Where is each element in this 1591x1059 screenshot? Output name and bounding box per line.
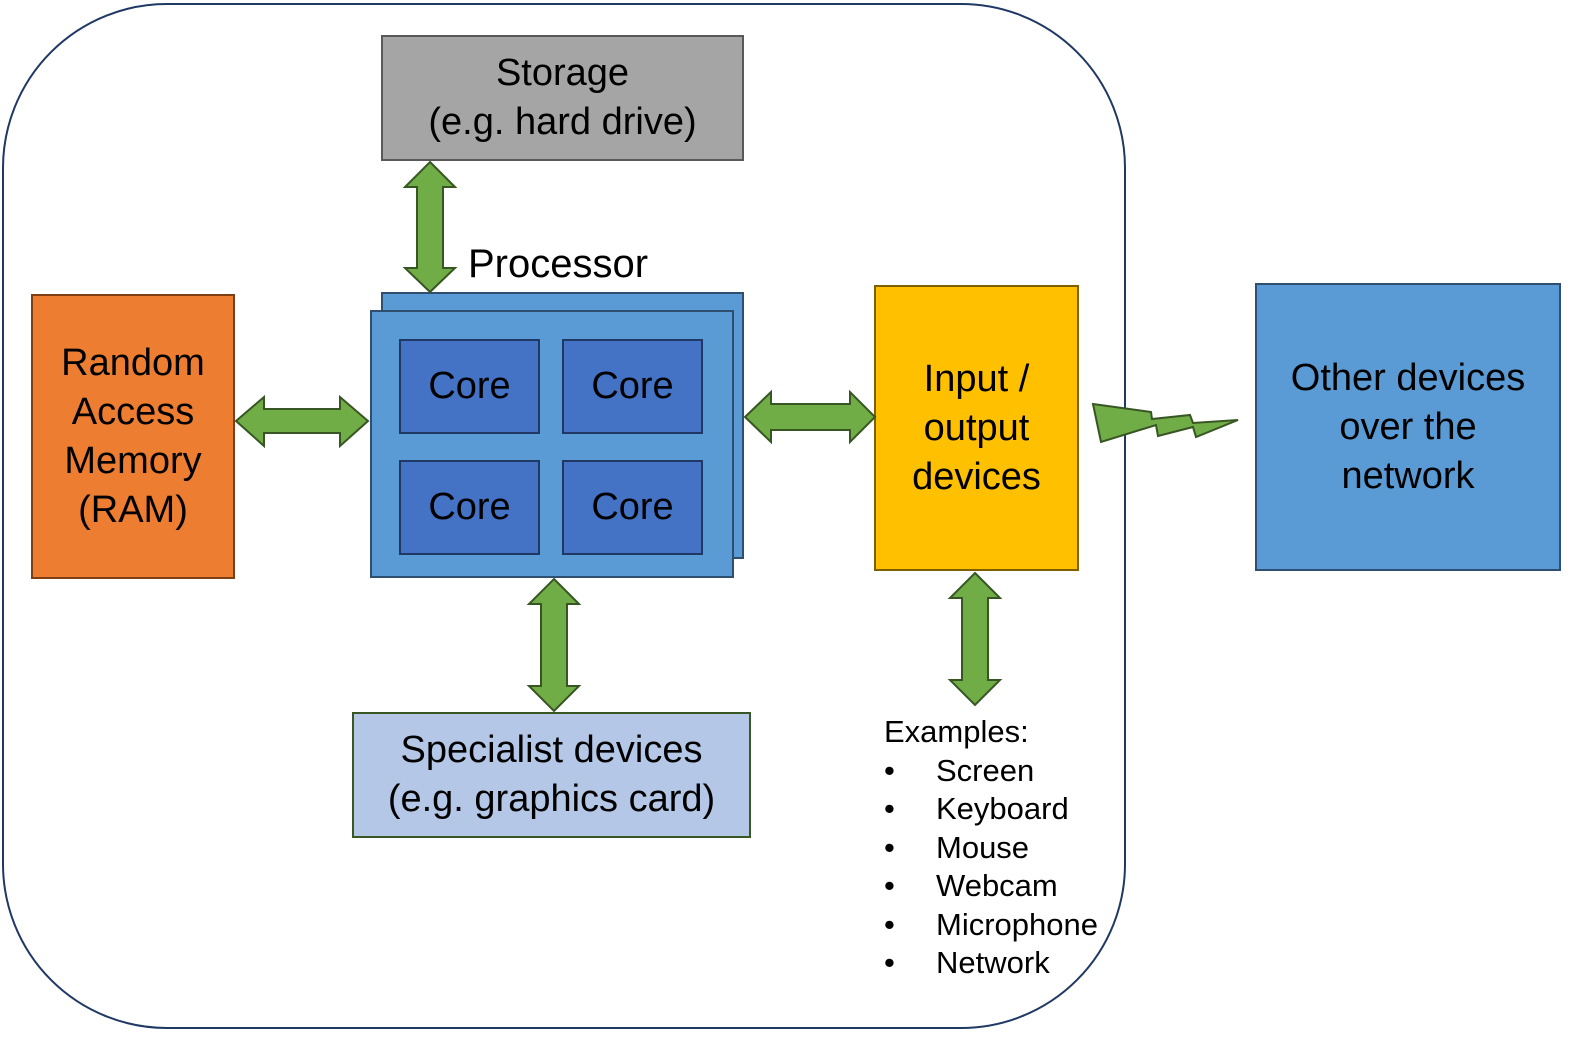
list-item: • Microphone xyxy=(884,906,1098,945)
list-item: • Screen xyxy=(884,752,1098,791)
example-item: Microphone xyxy=(936,906,1098,942)
arrow-storage-processor xyxy=(402,160,458,294)
bullet: • xyxy=(884,868,895,903)
io-devices-label: Input / output devices xyxy=(912,357,1041,498)
io-devices-box: Input / output devices xyxy=(874,285,1079,571)
ram-box: Random Access Memory (RAM) xyxy=(31,294,235,579)
list-item: • Network xyxy=(884,944,1098,983)
processor-label: Processor xyxy=(468,242,649,286)
bullet: • xyxy=(884,906,895,942)
example-item: Screen xyxy=(936,752,1035,788)
arrow-processor-specialist xyxy=(526,577,582,713)
examples-list: Examples: • Screen • Keyboard • Mouse • Webc… xyxy=(884,713,1098,983)
core-label: Core xyxy=(428,486,511,528)
other-devices-box: Other devices over the network xyxy=(1255,283,1561,571)
list-item: • Webcam xyxy=(884,867,1098,906)
computer-boundary xyxy=(2,3,1126,1029)
arrow-processor-io xyxy=(743,389,877,445)
core-label: Core xyxy=(428,365,511,407)
examples-heading: Examples: xyxy=(884,714,1029,749)
bullet: • xyxy=(884,945,895,980)
processor-box: Core Core Core Core xyxy=(370,310,734,578)
core-box: Core xyxy=(399,339,540,434)
core-label: Core xyxy=(591,486,674,528)
storage-box: Storage (e.g. hard drive) xyxy=(381,35,744,161)
storage-label: Storage (e.g. hard drive) xyxy=(428,52,697,143)
bullet: • xyxy=(884,752,895,788)
core-box: Core xyxy=(562,460,703,555)
core-box: Core xyxy=(562,339,703,434)
ram-label: Random Access Memory (RAM) xyxy=(61,341,205,531)
other-devices-label: Other devices over the network xyxy=(1290,356,1526,497)
core-box: Core xyxy=(399,460,540,555)
bullet: • xyxy=(884,829,895,865)
example-item: Network xyxy=(936,945,1050,980)
example-item: Keyboard xyxy=(936,791,1069,826)
example-item: Webcam xyxy=(936,868,1058,903)
list-item: • Keyboard xyxy=(884,790,1098,829)
bullet: • xyxy=(884,791,895,826)
list-item: • Mouse xyxy=(884,829,1098,868)
specialist-devices-box: Specialist devices (e.g. graphics card) xyxy=(352,712,751,838)
core-label: Core xyxy=(591,365,674,407)
wireless-link-icon xyxy=(1091,402,1239,444)
arrow-io-examples xyxy=(947,571,1003,707)
specialist-devices-label: Specialist devices (e.g. graphics card) xyxy=(387,729,716,820)
example-item: Mouse xyxy=(936,829,1030,865)
arrow-ram-processor xyxy=(234,394,370,449)
